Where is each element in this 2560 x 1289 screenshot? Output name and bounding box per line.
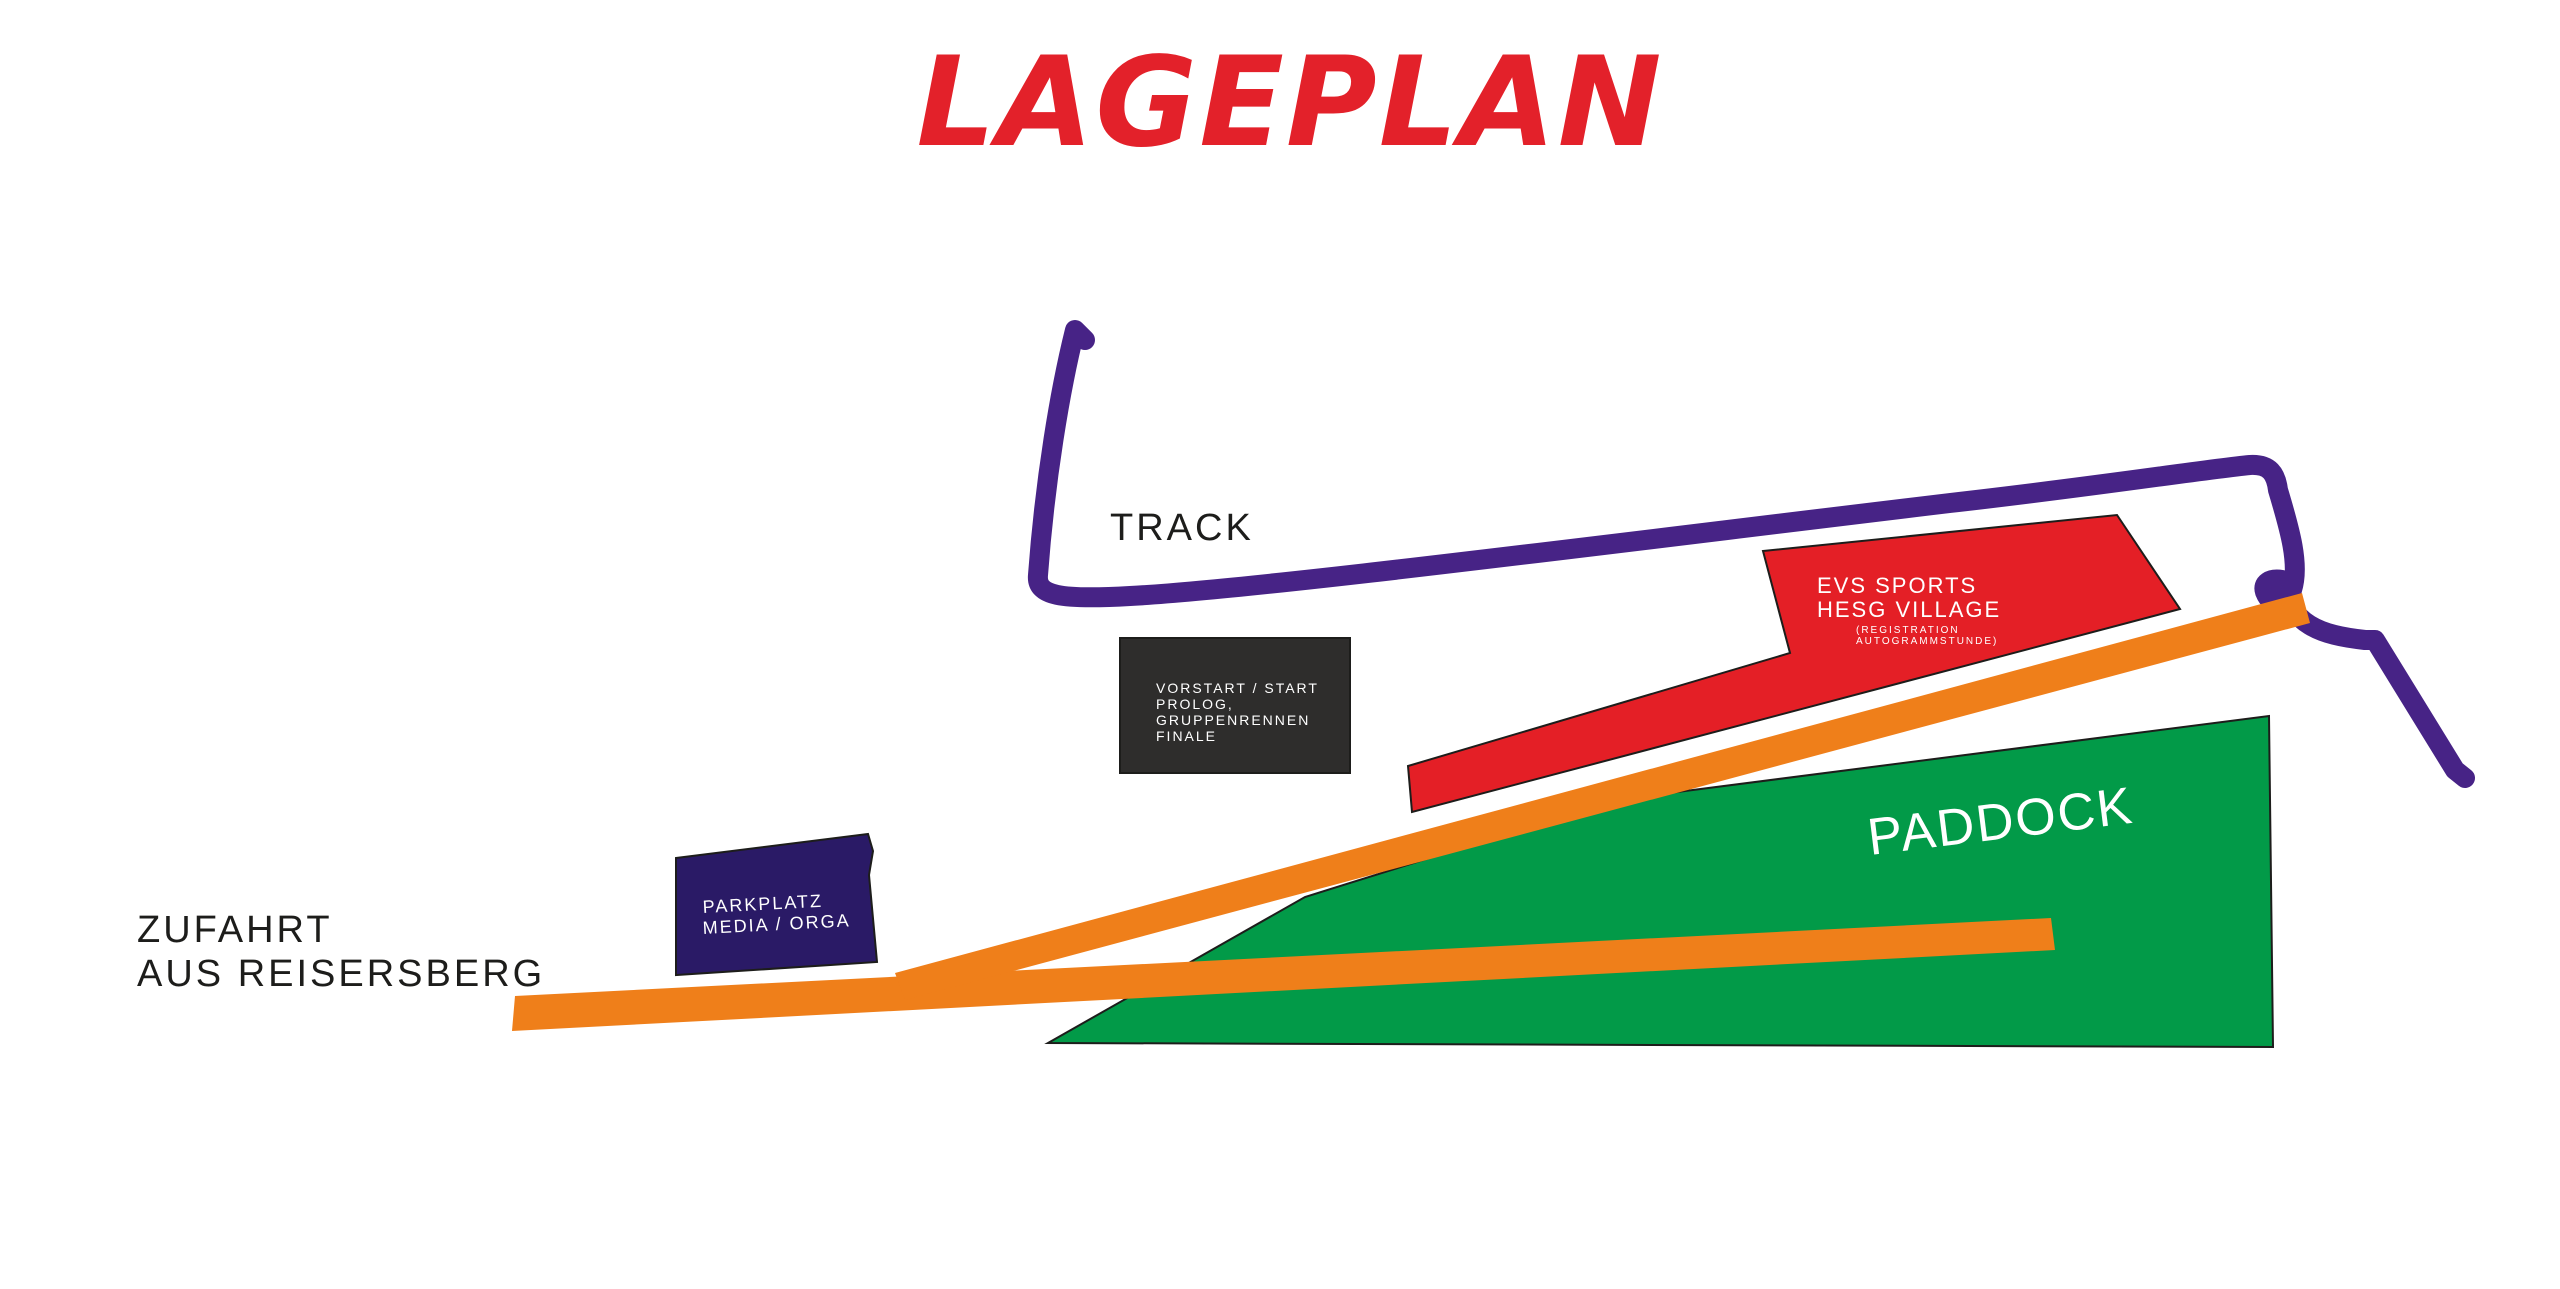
village-label-line2: HESG VILLAGE bbox=[1817, 597, 2001, 622]
start-label-line4: FINALE bbox=[1156, 728, 1217, 744]
village-label-line1: EVS SPORTS bbox=[1817, 573, 1977, 598]
access-road[interactable] bbox=[512, 918, 2055, 1031]
map-title: LAGEPLAN bbox=[916, 31, 1663, 175]
start-label-line3: GRUPPENRENNEN bbox=[1156, 712, 1310, 728]
parking-area[interactable] bbox=[675, 832, 879, 977]
access-label-line1: ZUFAHRT bbox=[137, 909, 333, 951]
access-label-line2: AUS REISERSBERG bbox=[137, 953, 545, 995]
track-label: TRACK bbox=[1110, 507, 1254, 549]
village-area[interactable] bbox=[1406, 513, 2182, 814]
start-label-line2: PROLOG, bbox=[1156, 696, 1234, 712]
village-sublabel-line2: AUTOGRAMMSTUNDE) bbox=[1856, 636, 1998, 647]
race-track[interactable] bbox=[1027, 320, 2475, 788]
connector-road[interactable] bbox=[895, 593, 2310, 1000]
start-label-line1: VORSTART / START bbox=[1156, 680, 1319, 696]
start-area[interactable] bbox=[1119, 637, 1351, 774]
village-sublabel-line1: (REGISTRATION bbox=[1856, 625, 1960, 636]
